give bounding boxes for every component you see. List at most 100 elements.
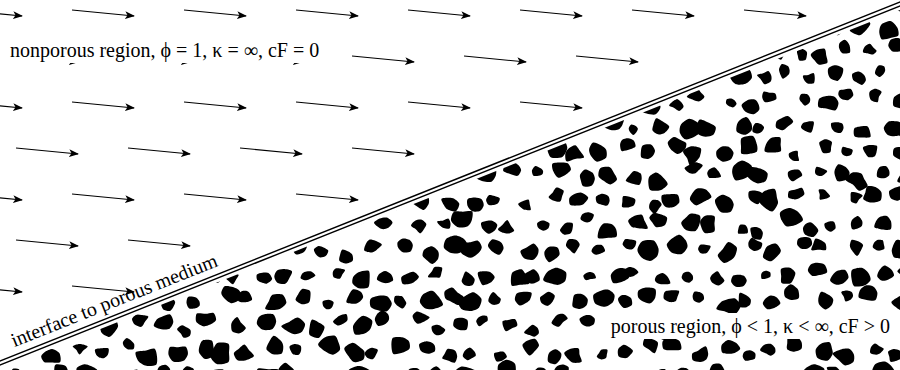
grain (344, 343, 364, 362)
grain (123, 338, 135, 350)
grain (877, 265, 894, 280)
grain (597, 349, 608, 359)
grain (758, 189, 778, 212)
grain (401, 272, 419, 285)
grain (850, 240, 863, 256)
grain (135, 349, 157, 366)
grain (552, 162, 571, 177)
flow-arrow (72, 102, 134, 108)
grain (788, 188, 804, 200)
grain (852, 72, 866, 85)
grain (95, 348, 109, 358)
grain (434, 172, 446, 184)
flow-arrow (0, 102, 22, 108)
grain (565, 145, 584, 161)
grain (682, 272, 693, 283)
grain (897, 265, 900, 277)
grain (181, 366, 194, 370)
grain (620, 138, 636, 151)
grain (721, 340, 740, 354)
grain (589, 142, 607, 161)
grain (780, 208, 803, 226)
grain (657, 369, 668, 370)
grain (827, 367, 840, 370)
grain (437, 219, 450, 229)
grain (564, 348, 582, 363)
grain (838, 89, 853, 101)
grain (488, 292, 501, 305)
grain (419, 341, 435, 353)
grain (256, 368, 280, 370)
grain (716, 146, 733, 161)
grain (888, 38, 900, 52)
grain (204, 369, 225, 370)
grain (210, 342, 229, 364)
grain (652, 118, 669, 134)
grain (869, 89, 881, 103)
grain (811, 239, 826, 251)
grain (762, 91, 776, 102)
grain (552, 314, 568, 327)
grain (681, 214, 700, 232)
grain (154, 314, 174, 329)
grain (748, 238, 762, 251)
grain (858, 285, 877, 300)
grain (629, 124, 638, 135)
grain (799, 94, 810, 106)
grain (420, 291, 443, 310)
flow-arrow (16, 148, 78, 154)
flow-arrow (0, 194, 22, 200)
grain (9, 368, 19, 370)
grain (760, 344, 775, 356)
grain (742, 99, 760, 114)
grain (808, 263, 827, 276)
grain (839, 40, 850, 54)
flow-arrow (632, 10, 694, 16)
grain (830, 270, 848, 285)
grain (683, 146, 701, 165)
grain (763, 295, 781, 309)
grain (700, 215, 715, 233)
grain (377, 271, 393, 283)
grain (411, 220, 426, 234)
grain (649, 200, 662, 214)
flow-arrow (408, 10, 470, 16)
grain (628, 214, 648, 228)
grain (741, 136, 758, 155)
grain (664, 290, 680, 302)
grain (716, 298, 740, 314)
grain (515, 292, 532, 306)
grain (819, 189, 831, 199)
grain (580, 212, 593, 222)
grain (649, 213, 667, 227)
region-label: porous region, ϕ < 1, κ < ∞, cF > 0 (607, 313, 894, 339)
grain (779, 64, 790, 79)
grain (709, 364, 726, 370)
grain (453, 318, 468, 331)
grain (322, 300, 333, 310)
flow-arrow (408, 102, 470, 108)
grain (815, 167, 827, 176)
grain (566, 239, 580, 253)
grain (532, 166, 543, 176)
grain (454, 366, 478, 370)
grain (462, 271, 475, 286)
grain (698, 244, 711, 253)
grain (569, 193, 588, 206)
grain (893, 147, 900, 161)
flow-arrow (576, 56, 638, 62)
grain (73, 344, 88, 354)
grain (53, 364, 68, 370)
grain (523, 269, 540, 283)
grain (803, 364, 825, 370)
flow-arrow (352, 56, 414, 62)
grain (476, 316, 488, 327)
grain (801, 121, 814, 132)
grain (540, 292, 555, 306)
grain (593, 290, 615, 307)
flow-arrow (744, 10, 806, 16)
grain (738, 293, 751, 308)
flow-arrow (520, 10, 582, 16)
grain (674, 368, 692, 370)
